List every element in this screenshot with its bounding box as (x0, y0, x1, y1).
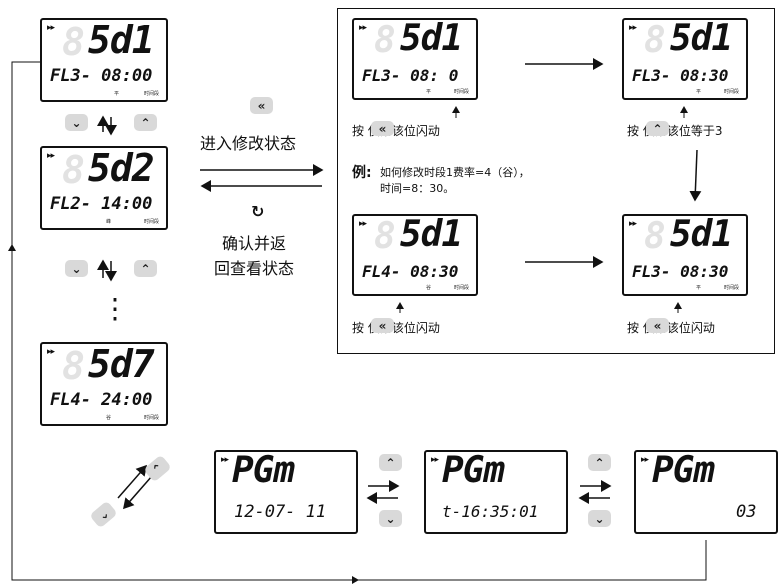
return-label-1: 确认并返 (222, 234, 287, 253)
example-box (337, 8, 775, 354)
chevron-up-icon: ⌃ (140, 115, 151, 130)
display-sd2: ▸▸ 8 5d2 FL2- 14:00 峰 时间段 (40, 146, 168, 230)
chevron-down-icon: ⌄ (95, 505, 112, 524)
left-shift-button[interactable]: « (250, 97, 273, 114)
display-code: 5d1 (670, 18, 733, 59)
loop-line (11, 61, 707, 581)
left-shift-button[interactable]: « (371, 121, 394, 136)
return-label-2: 回查看状态 (214, 259, 295, 278)
arrow-tr-br (689, 149, 702, 202)
display-code: 5d1 (88, 18, 155, 62)
display-line2: t-16:35:01 (442, 502, 539, 521)
display-line2: FL4- 24:00 (50, 390, 153, 410)
display-code: 5d1 (400, 214, 463, 255)
display-code: 5d1 (400, 18, 463, 59)
display-code: 5d2 (88, 146, 155, 190)
chevron-down-icon: ⌄ (594, 511, 605, 526)
chevron-up-icon: ⌃ (140, 261, 151, 276)
enter-edit-label: 进入修改状态 (200, 134, 297, 153)
caption-tl: 按 使第该位闪动 (352, 124, 440, 138)
double-left-icon: « (653, 318, 662, 333)
display-box-tl: ▸▸ 8 5d1 FL3- 08: 0 平 时间段 (352, 18, 478, 100)
display-pgm-date: ▸▸ PGm 12-07- 11 (214, 450, 358, 534)
display-line2: FL3- 08: 0 (362, 66, 459, 85)
display-code: PGm (442, 450, 505, 491)
caption-br: 按 使第该位闪动 (627, 321, 715, 335)
down-button[interactable]: ⌄ (588, 510, 611, 527)
double-left-icon: « (378, 318, 387, 333)
display-line2: FL4- 08:30 (362, 262, 459, 281)
double-left-icon: « (378, 121, 387, 136)
down-button[interactable]: ⌄ (379, 510, 402, 527)
example-label: 例: (352, 165, 372, 181)
display-line2: 12-07- 11 (234, 502, 327, 522)
display-box-tr: ▸▸ 8 5d1 FL3- 08:30 平 时间段 (622, 18, 748, 100)
display-code: 5d1 (670, 214, 733, 255)
chevron-up-icon: ⌃ (652, 121, 663, 136)
display-code: PGm (232, 450, 295, 491)
chevron-down-icon: ⌄ (71, 115, 82, 130)
display-box-br: ▸▸ 8 5d1 FL3- 08:30 平 时间段 (622, 214, 748, 296)
display-pgm-time: ▸▸ PGm t-16:35:01 (424, 450, 568, 534)
example-line2: 时间=8：30。 (380, 182, 455, 195)
ellipsis: ⋮ (101, 292, 129, 325)
chevron-down-icon: ⌄ (385, 511, 396, 526)
up-button[interactable]: ⌃ (379, 454, 402, 471)
display-line2: 03 (736, 502, 757, 522)
example-line1: 如何修改时段1费率=4（谷）， (380, 166, 530, 179)
display-line2: FL3- 08:00 (50, 66, 153, 86)
display-code: 5d7 (88, 342, 155, 386)
double-left-icon: « (257, 98, 266, 113)
up-button[interactable]: ⌃ (646, 121, 669, 136)
confirm-icon[interactable]: ↻ (251, 202, 265, 221)
chevron-up-icon: ⌃ (594, 455, 605, 470)
display-sd7: ▸▸ 8 5d7 FL4- 24:00 谷 时间段 (40, 342, 168, 426)
display-sd1: ▸▸ 8 5d1 FL3- 08:00 平 时间段 (40, 18, 168, 102)
display-line2: FL3- 08:30 (632, 66, 729, 85)
display-line2: FL3- 08:30 (632, 262, 729, 281)
display-code: PGm (652, 450, 715, 491)
display-box-bl: ▸▸ 8 5d1 FL4- 08:30 谷 时间段 (352, 214, 478, 296)
left-shift-button[interactable]: « (371, 318, 394, 333)
chevron-down-icon: ⌄ (71, 261, 82, 276)
display-pgm-number: ▸▸ PGm 03 (634, 450, 778, 534)
chevron-up-icon: ⌃ (385, 455, 396, 470)
up-button[interactable]: ⌃ (134, 260, 157, 277)
up-button[interactable]: ⌃ (588, 454, 611, 471)
down-button[interactable]: ⌄ (65, 114, 88, 131)
chevron-up-icon: ⌃ (149, 459, 166, 478)
left-shift-button[interactable]: « (646, 318, 669, 333)
up-button[interactable]: ⌃ (134, 114, 157, 131)
caption-tr: 按 使第该位等于3 (627, 124, 723, 138)
down-button[interactable]: ⌄ (65, 260, 88, 277)
caption-bl: 按 使第该位闪动 (352, 321, 440, 335)
display-line2: FL2- 14:00 (50, 194, 153, 214)
